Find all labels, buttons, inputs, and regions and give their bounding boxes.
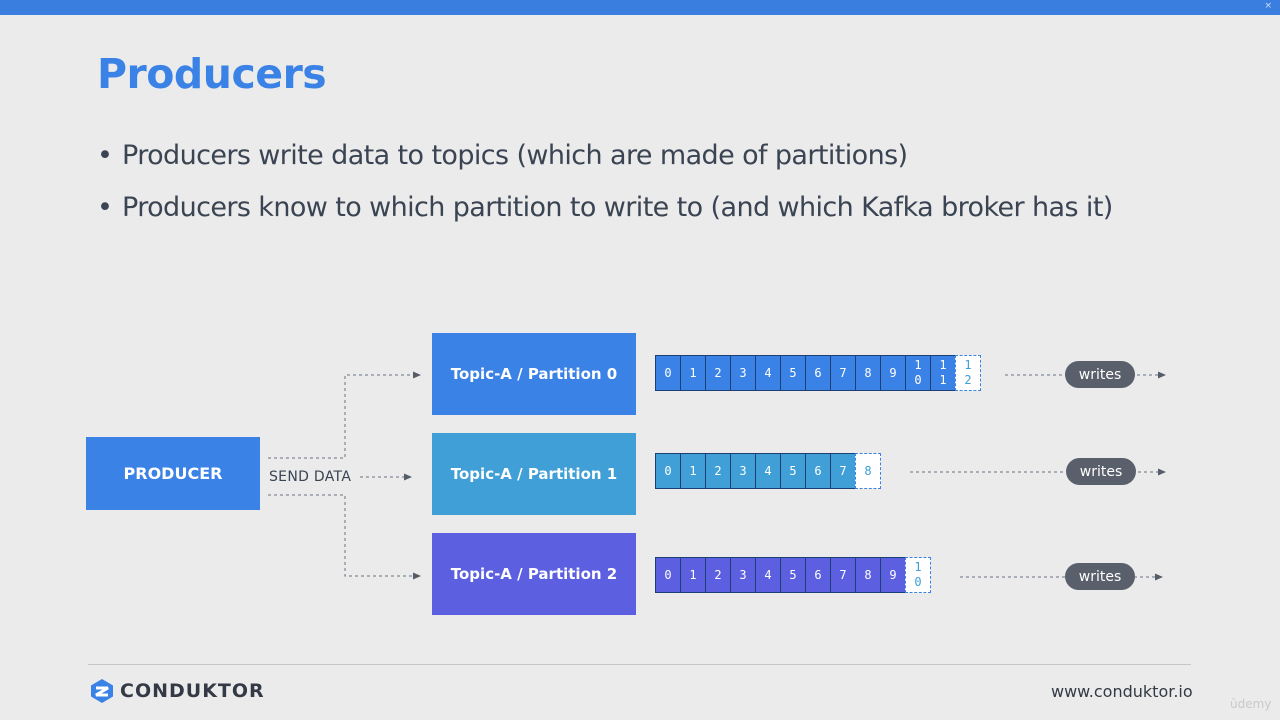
offset-value: 4 xyxy=(764,567,772,582)
offset-value: 1 xyxy=(689,365,697,380)
offset-value: 7 xyxy=(839,567,847,582)
offset-cell: 0 xyxy=(655,355,681,391)
send-data-label: SEND DATA xyxy=(269,469,352,485)
close-icon[interactable]: × xyxy=(1264,1,1272,11)
offset-cell: 3 xyxy=(730,557,756,593)
offset-cell: 1 xyxy=(680,557,706,593)
offset-cell: 8 xyxy=(855,355,881,391)
offset-cell: 5 xyxy=(780,355,806,391)
offset-cell: 2 xyxy=(705,355,731,391)
offset-cell: 0 xyxy=(655,453,681,489)
offset-cell: 7 xyxy=(830,453,856,489)
partition-1-box: Topic-A / Partition 1 xyxy=(432,433,636,515)
offset-value: 0 xyxy=(664,365,672,380)
offset-value: 3 xyxy=(739,463,747,478)
slide-title: Producers xyxy=(97,50,327,98)
offset-cell: 9 xyxy=(880,355,906,391)
offset-value: 4 xyxy=(764,463,772,478)
offset-cell: 4 xyxy=(755,557,781,593)
offset-cell: 6 xyxy=(805,355,831,391)
offset-value: 0 xyxy=(664,463,672,478)
arrow-to-partition-2 xyxy=(268,494,421,580)
offset-cell: 2 xyxy=(705,453,731,489)
offset-value: 9 xyxy=(889,365,897,380)
udemy-watermark: ūdemy xyxy=(1230,697,1272,711)
offset-value: 7 xyxy=(839,463,847,478)
next-offset-cell: 8 xyxy=(855,453,881,489)
offset-value: 6 xyxy=(814,365,822,380)
offset-value: 9 xyxy=(889,567,897,582)
offset-value: 3 xyxy=(739,567,747,582)
bullet-item: • Producers know to which partition to wr… xyxy=(97,192,1113,244)
offset-cell: 9 xyxy=(880,557,906,593)
producer-box: PRODUCER xyxy=(86,437,260,510)
footer-divider xyxy=(88,664,1191,665)
offset-cell: 7 xyxy=(830,355,856,391)
writes-pill: writes xyxy=(1065,361,1135,388)
offset-value: 5 xyxy=(789,567,797,582)
offset-value: 5 xyxy=(789,463,797,478)
offset-cell: 5 xyxy=(780,453,806,489)
offset-value: 7 xyxy=(839,365,847,380)
offset-value: 4 xyxy=(764,365,772,380)
offset-value: 5 xyxy=(789,365,797,380)
offset-value: 2 xyxy=(714,567,722,582)
offset-value: 2 xyxy=(714,463,722,478)
bullet-text: Producers know to which partition to wri… xyxy=(122,192,1113,223)
offset-cell: 3 xyxy=(730,453,756,489)
partition-0-box: Topic-A / Partition 0 xyxy=(432,333,636,415)
offset-value: 6 xyxy=(814,463,822,478)
offset-cell: 2 xyxy=(705,557,731,593)
writes-pill: writes xyxy=(1066,458,1136,485)
offset-cell: 7 xyxy=(830,557,856,593)
offset-value: 1 xyxy=(689,567,697,582)
offset-value: 2 xyxy=(714,365,722,380)
offset-cell: 1 xyxy=(680,453,706,489)
next-offset-value: 8 xyxy=(864,463,872,478)
arrow-to-partition-0 xyxy=(268,371,421,459)
offset-cell: 6 xyxy=(805,453,831,489)
offset-value: 8 xyxy=(864,567,872,582)
offset-cell: 0 xyxy=(655,557,681,593)
brand-name: CONDUKTOR xyxy=(120,680,265,702)
offset-cell: 4 xyxy=(755,453,781,489)
offset-cell: 5 xyxy=(780,557,806,593)
offset-cell: 3 xyxy=(730,355,756,391)
offset-cell: 1 xyxy=(680,355,706,391)
bullet-list: • Producers write data to topics (which a… xyxy=(97,140,1113,244)
offset-value: 6 xyxy=(814,567,822,582)
offset-cell: 8 xyxy=(855,557,881,593)
offset-cell: 6 xyxy=(805,557,831,593)
offset-cell: 4 xyxy=(755,355,781,391)
writes-pill: writes xyxy=(1065,563,1135,590)
offset-value: 1 xyxy=(689,463,697,478)
bullet-text: Producers write data to topics (which ar… xyxy=(122,140,908,171)
bullet-dot-icon: • xyxy=(97,140,113,171)
offset-value: 0 xyxy=(664,567,672,582)
bullet-item: • Producers write data to topics (which a… xyxy=(97,140,1113,192)
footer-url[interactable]: www.conduktor.io xyxy=(1051,682,1193,701)
offset-value: 3 xyxy=(739,365,747,380)
bullet-dot-icon: • xyxy=(97,192,113,223)
conduktor-logo-icon xyxy=(91,679,113,703)
partition-1-log: 0 1 2 3 4 5 6 7 8 xyxy=(655,453,881,489)
partition-2-box: Topic-A / Partition 2 xyxy=(432,533,636,615)
offset-value: 8 xyxy=(864,365,872,380)
top-bar: × xyxy=(0,0,1280,15)
